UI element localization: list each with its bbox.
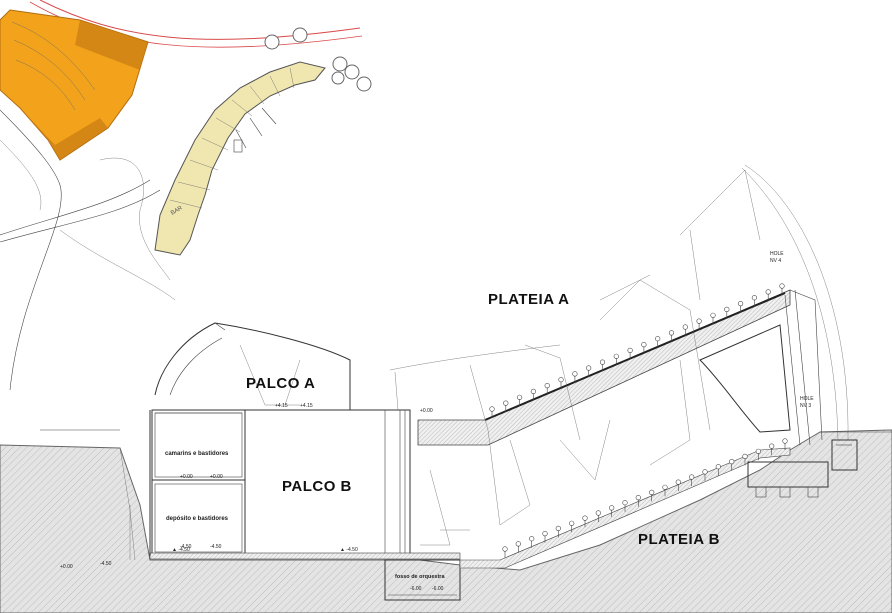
svg-text:-6.00: -6.00 [432, 586, 444, 592]
seat [724, 306, 730, 313]
seat [530, 388, 537, 395]
seat [662, 484, 668, 490]
seat [599, 359, 606, 365]
seat [710, 312, 716, 318]
seat [503, 400, 509, 406]
seat [715, 464, 721, 470]
svg-text:-4.50: -4.50 [100, 561, 112, 567]
seat [569, 520, 575, 526]
stage-building: +0.00 +0.00 -4.50 -4.50 ▲ -4.50 ▲ -4.50 … [60, 322, 461, 601]
seat [542, 530, 548, 537]
seat [515, 541, 521, 547]
svg-text:▲ -4.50: ▲ -4.50 [172, 547, 190, 553]
seat [489, 406, 495, 412]
seat [627, 347, 633, 354]
seat [742, 453, 748, 460]
svg-text:+4.15: +4.15 [300, 403, 313, 409]
svg-text:HOLE: HOLE [800, 396, 814, 402]
upper-seat-rows [489, 283, 785, 418]
seat [782, 438, 788, 444]
svg-text:-4.50: -4.50 [180, 544, 192, 550]
seat [555, 525, 561, 532]
seat [696, 318, 702, 324]
seat [702, 469, 708, 475]
acoustic-panels [389, 164, 849, 546]
seat [655, 336, 661, 342]
seat [529, 536, 535, 542]
plateia-b-label: PLATEIA B [638, 531, 720, 548]
seat [544, 383, 550, 389]
palco-a-label: PALCO A [246, 375, 315, 392]
seat [635, 495, 641, 501]
path-line [0, 189, 161, 243]
path-line [0, 179, 151, 236]
seat [729, 459, 735, 465]
svg-text:NV 4: NV 4 [770, 258, 781, 264]
seat [595, 510, 601, 516]
seating-section: HOLE NV 4 HOLE NV 3 [389, 164, 849, 569]
seat [769, 443, 775, 449]
svg-text:+0.00: +0.00 [210, 474, 223, 480]
seat [641, 342, 647, 348]
svg-text:-6.00: -6.00 [410, 586, 422, 592]
site-plan-inset: BAR [0, 0, 372, 391]
path-line [0, 109, 62, 391]
fosso-label: fosso de orquestra [395, 574, 445, 580]
seat [516, 394, 523, 400]
seat [613, 353, 619, 359]
seat [622, 500, 628, 506]
seat [675, 479, 681, 485]
seat [586, 365, 592, 371]
svg-text:▲ -4.50: ▲ -4.50 [340, 547, 358, 553]
seat [755, 448, 761, 454]
bar-building-plan: BAR [154, 61, 326, 256]
terrain [0, 429, 892, 613]
seat [668, 330, 675, 336]
camarins-label: camarins e bastidores [165, 451, 229, 457]
seat [649, 489, 655, 496]
seat [682, 324, 688, 330]
svg-text:+0.00: +0.00 [60, 564, 73, 570]
foundation-block [747, 439, 858, 498]
seat [502, 546, 508, 552]
svg-text:+0.00: +0.00 [180, 474, 193, 480]
tree-icons [264, 27, 372, 92]
seat [765, 289, 771, 295]
seat [582, 515, 588, 521]
auditorium-plan [0, 9, 149, 161]
svg-text:NV 3: NV 3 [800, 403, 811, 409]
path-line [59, 229, 176, 301]
seat [609, 505, 615, 511]
svg-text:+0.00: +0.00 [420, 408, 433, 414]
svg-text:-4.50: -4.50 [210, 544, 222, 550]
svg-text:+4.15: +4.15 [275, 403, 288, 409]
plateia-a-label: PLATEIA A [488, 291, 569, 308]
seat [572, 371, 578, 377]
svg-text:HOLE: HOLE [770, 251, 784, 257]
seat [751, 295, 758, 301]
seat [779, 283, 785, 289]
palco-b-label: PALCO B [282, 478, 352, 495]
lower-seat-rows [502, 438, 788, 558]
deposito-label: depósito e bastidores [166, 516, 229, 522]
seat [689, 474, 695, 480]
bar-label: BAR [170, 205, 184, 217]
path-line [0, 139, 42, 211]
seat [558, 377, 564, 383]
seat [737, 301, 744, 307]
